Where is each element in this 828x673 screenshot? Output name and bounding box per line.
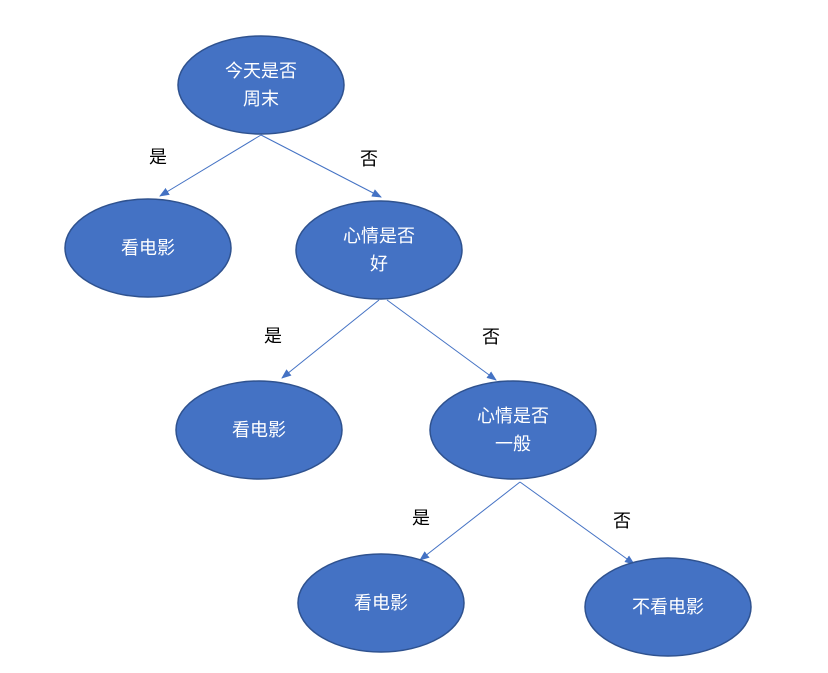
edge-label-mood-good-to-movie-2: 是 (264, 326, 282, 347)
node-ellipse-movie-2 (175, 380, 343, 480)
node-movie-1: 看电影 (64, 198, 232, 298)
node-text-movie-2-line-0: 看电影 (232, 420, 286, 441)
node-ellipse-no-movie (584, 557, 752, 657)
node-text-movie-1-line-0: 看电影 (121, 238, 175, 259)
edge-mood-good-to-mood-ok (386, 299, 497, 381)
node-text-root-line-1: 周末 (243, 89, 279, 110)
node-movie-3: 看电影 (297, 553, 465, 653)
edge-mood-good-to-movie-2 (281, 299, 380, 379)
edge-label-mood-ok-to-no-movie: 否 (613, 511, 631, 532)
node-text-no-movie-line-0: 不看电影 (632, 597, 704, 618)
node-ellipse-root (177, 35, 345, 135)
edge-root-to-mood-good (260, 134, 382, 198)
edge-mood-ok-to-no-movie (519, 481, 635, 565)
edge-label-mood-ok-to-movie-3: 是 (412, 508, 430, 529)
node-ellipse-mood-ok (429, 380, 597, 480)
node-ellipse-mood-good (295, 200, 463, 300)
node-no-movie: 不看电影 (584, 557, 752, 657)
edge-mood-ok-to-movie-3 (419, 481, 521, 561)
node-ellipse-movie-3 (297, 553, 465, 653)
node-text-mood-good-line-0: 心情是否 (343, 226, 415, 247)
edge-root-to-movie-1 (159, 134, 262, 197)
edge-label-root-to-mood-good: 否 (360, 149, 378, 170)
node-movie-2: 看电影 (175, 380, 343, 480)
node-text-mood-ok-line-0: 心情是否 (477, 406, 549, 427)
node-text-root-line-0: 今天是否 (225, 61, 297, 82)
node-text-mood-ok-line-1: 一般 (495, 434, 531, 455)
edge-label-root-to-movie-1: 是 (149, 147, 167, 168)
node-ellipse-movie-1 (64, 198, 232, 298)
edge-label-mood-good-to-mood-ok: 否 (482, 327, 500, 348)
node-text-movie-3-line-0: 看电影 (354, 593, 408, 614)
node-text-mood-good-line-1: 好 (370, 254, 388, 275)
